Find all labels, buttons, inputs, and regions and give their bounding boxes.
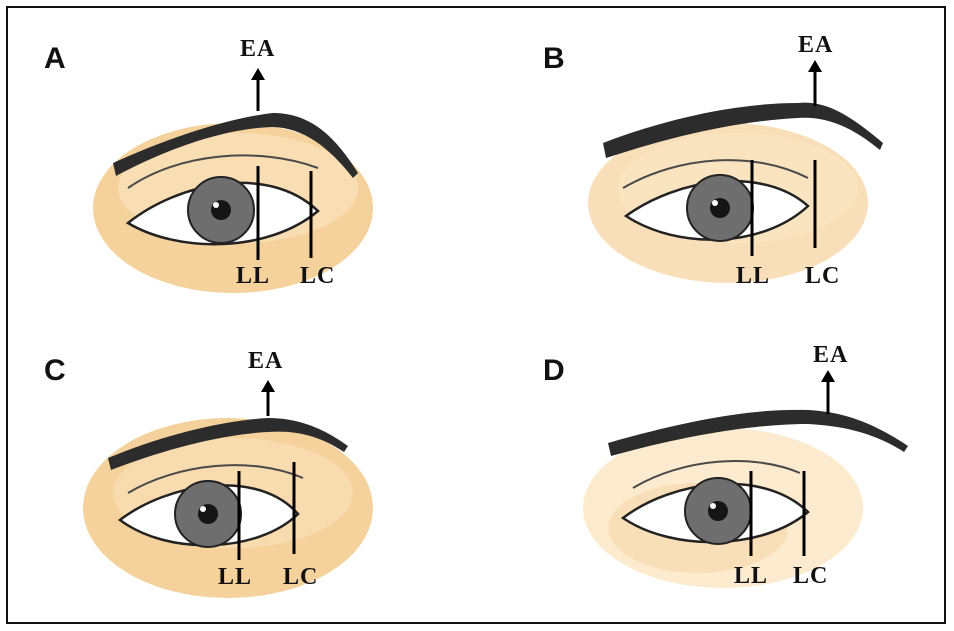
- ea-arrow-head: [251, 68, 265, 80]
- ea-arrow-head: [261, 380, 275, 392]
- panel-b: B EA LL LC: [508, 28, 954, 328]
- ll-label: LL: [736, 263, 770, 290]
- lc-label: LC: [300, 263, 335, 290]
- ll-label: LL: [236, 263, 270, 290]
- panel-a: A EA LL LC: [28, 28, 478, 328]
- lc-label: LC: [793, 563, 828, 590]
- eye-illustration: [508, 28, 954, 328]
- lc-label: LC: [283, 564, 318, 591]
- panel-d: D EA LL LC: [508, 328, 954, 628]
- ea-label: EA: [798, 32, 833, 59]
- ea-label: EA: [248, 348, 283, 375]
- eye-illustration: [508, 328, 954, 628]
- ll-label: LL: [734, 563, 768, 590]
- ll-label: LL: [218, 564, 252, 591]
- ea-arrow-head: [808, 60, 822, 72]
- ea-label: EA: [240, 36, 275, 63]
- lc-label: LC: [805, 263, 840, 290]
- figure-frame: A EA LL LC B: [6, 6, 946, 624]
- ea-label: EA: [813, 342, 848, 369]
- ea-arrow-head: [821, 370, 835, 382]
- panel-c: C EA LL LC: [28, 328, 478, 628]
